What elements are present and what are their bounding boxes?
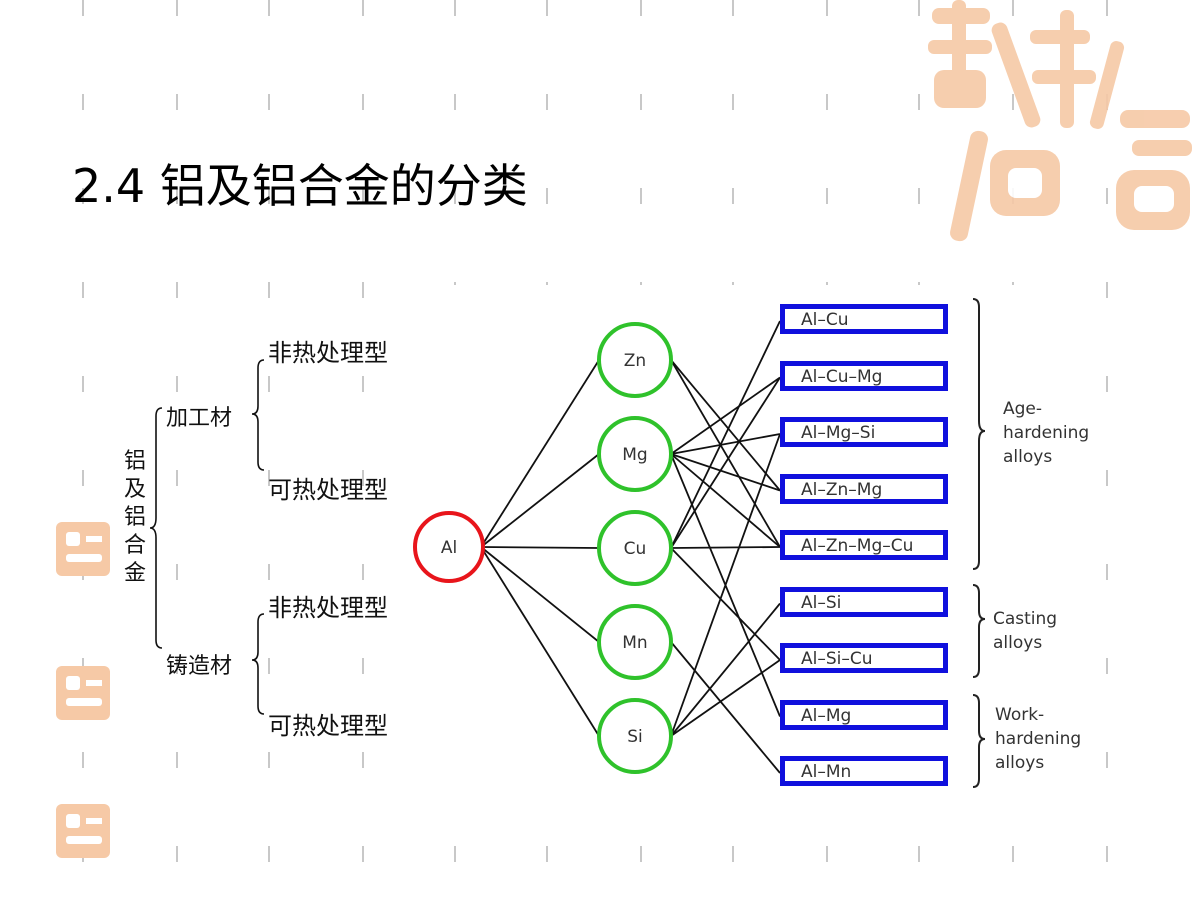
seal-small-icon: [56, 804, 110, 858]
branch-label-wrought: 加工材: [166, 406, 233, 431]
alloy-box: Al–Zn–Mg: [780, 473, 948, 504]
group-label-line: hardening: [995, 729, 1082, 749]
dashed-guide-line: [176, 0, 178, 900]
node-si-circle: [597, 698, 673, 774]
edge-al-si: [480, 546, 600, 737]
node-cu-circle: [597, 510, 673, 586]
node-zn-label: Zn: [624, 351, 646, 371]
group-label-line: Work-: [995, 705, 1045, 725]
edge-al-cu: [480, 546, 600, 549]
leaf-label-heat-treatable: 可热处理型: [268, 712, 388, 740]
node-mn: Mn: [597, 604, 673, 680]
alloy-box: Al–Zn–Mg–Cu: [780, 530, 948, 560]
brace-work-hardening: [972, 694, 986, 788]
edge-mg-alloy: [670, 453, 781, 548]
edge-cu-alloy: [670, 546, 781, 549]
group-label-line: hardening: [1003, 423, 1090, 443]
brace-casting: [972, 584, 986, 678]
seal-small-icon: [56, 666, 110, 720]
brace-age-hardening: [972, 298, 986, 570]
alloy-box: Al–Mg: [780, 699, 948, 730]
node-si-label: Si: [627, 727, 643, 747]
page-title: 2.4 铝及铝合金的分类: [72, 159, 528, 213]
leaf-label-non-heat-treatable: 非热处理型: [268, 339, 388, 367]
alloy-box: Al–Si: [780, 586, 948, 617]
tree-leaf: 非热处理型: [268, 588, 392, 628]
branch-label-cast: 铸造材: [166, 654, 233, 679]
group-label-line: Casting: [993, 609, 1058, 629]
edge-al-mn: [480, 546, 600, 643]
edge-zn-alloy: [670, 359, 781, 548]
group-braces: [972, 298, 986, 788]
dashed-guide-line: [362, 0, 364, 900]
tree-root-char: 及: [123, 477, 146, 502]
edge-mg-alloy: [670, 376, 781, 455]
group-label-line: Age-: [1003, 399, 1043, 419]
tree-brackets: [149, 359, 265, 715]
alloy-label: Al–Zn–Mg–Cu: [801, 536, 914, 556]
node-mg: Mg: [597, 416, 673, 492]
edge-zn-alloy: [670, 359, 781, 492]
dashed-guide-line: [268, 0, 270, 900]
alloy-label: Al–Si–Cu: [801, 649, 873, 669]
node-cu: Cu: [597, 510, 673, 586]
alloy-label: Al–Mg–Si: [801, 423, 876, 443]
node-al-label: Al: [441, 538, 457, 558]
tree-root-label: 铝 及 铝 合 金: [120, 448, 150, 588]
alloy-box: Al–Mg–Si: [780, 417, 948, 447]
tree-leaf: 可热处理型: [268, 706, 392, 746]
group-label-line: alloys: [995, 753, 1045, 773]
alloy-label: Al–Si: [801, 592, 842, 613]
edge-mg-alloy: [670, 433, 781, 455]
node-zn: Zn: [597, 322, 673, 398]
node-mg-label: Mg: [622, 445, 647, 465]
group-label-line: alloys: [1003, 447, 1053, 467]
alloy-label: Al–Mn: [801, 762, 852, 782]
tree-root-char: 铝: [123, 449, 146, 474]
node-cu-label: Cu: [624, 539, 647, 559]
node-al-circle: [413, 511, 485, 583]
tree-root-char: 铝: [123, 505, 146, 530]
leaf-label-non-heat-treatable: 非热处理型: [268, 594, 388, 622]
alloy-box: Al–Si–Cu: [780, 643, 948, 673]
alloy-box: Al–Cu: [780, 304, 948, 334]
tree-root-char: 金: [123, 561, 146, 586]
group-label-age-hardening: Age- hardening alloys: [1003, 397, 1089, 469]
alloy-label: Al–Zn–Mg: [801, 479, 883, 500]
edge-cu-alloy: [670, 377, 781, 549]
node-mg-circle: [597, 416, 673, 492]
alloy-box: Al–Cu–Mg: [780, 360, 948, 391]
tree-root-char: 合: [123, 533, 146, 558]
alloy-label: Al–Mg: [801, 705, 852, 726]
edge-si-alloy: [670, 602, 781, 737]
node-zn-circle: [597, 322, 673, 398]
group-label-line: alloys: [993, 633, 1043, 653]
leaf-label-heat-treatable: 可热处理型: [268, 476, 388, 504]
edge-cu-alloy: [670, 320, 781, 549]
node-al: Al: [413, 511, 485, 583]
edge-cu-alloy: [670, 547, 781, 661]
edge-mg-alloy: [670, 453, 781, 717]
group-label-casting: Casting alloys: [993, 607, 1057, 655]
seal-logo: [928, 0, 1192, 242]
alloy-label: Al–Cu–Mg: [801, 366, 883, 387]
node-si: Si: [597, 698, 673, 774]
edge-al-mg: [480, 453, 600, 548]
node-mn-circle: [597, 604, 673, 680]
tree-leaf: 非热处理型: [268, 333, 392, 373]
tree-leaf: 可热处理型: [268, 470, 392, 510]
alloy-label: Al–Cu: [801, 310, 849, 330]
seal-small-icon: [56, 522, 110, 576]
node-mn-label: Mn: [622, 633, 647, 653]
edge-al-zn: [480, 359, 600, 548]
edge-mn-alloy: [670, 641, 781, 774]
alloy-box: Al–Mn: [780, 756, 948, 786]
group-label-work-hardening: Work- hardening alloys: [995, 703, 1081, 775]
edge-mg-alloy: [670, 453, 781, 492]
